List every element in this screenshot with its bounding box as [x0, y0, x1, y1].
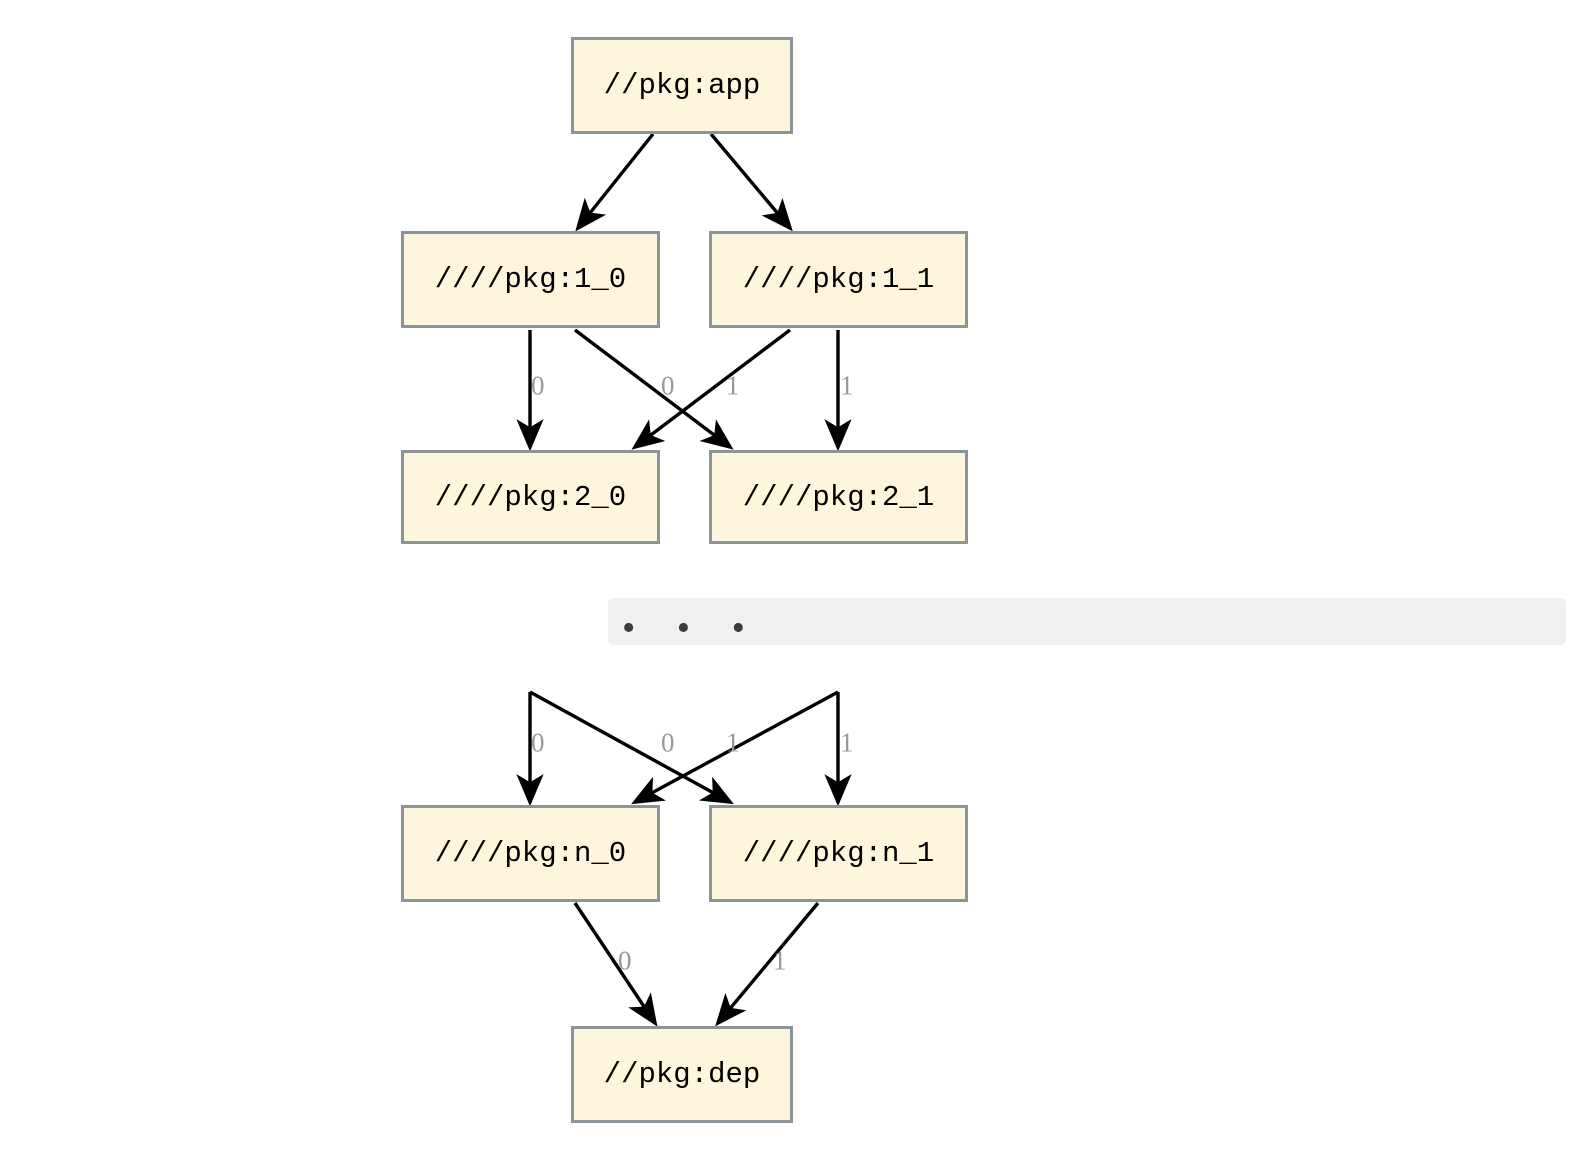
- node-l1_1[interactable]: ////pkg:1_1: [709, 231, 968, 328]
- node-app[interactable]: //pkg:app: [571, 37, 793, 134]
- node-l1_0[interactable]: ////pkg:1_0: [401, 231, 660, 328]
- edge-label: 1: [773, 945, 787, 976]
- node-label: ////pkg:n_0: [434, 837, 627, 870]
- graph-edge: [575, 132, 655, 232]
- edge-lines: [516, 132, 852, 1027]
- edge-label: 0: [618, 945, 632, 976]
- node-ln_1[interactable]: ////pkg:n_1: [709, 805, 968, 902]
- graph-edge: [631, 690, 839, 805]
- edge-label: 0: [661, 370, 675, 401]
- node-label: ////pkg:2_0: [434, 480, 627, 514]
- edge-label: 0: [661, 727, 675, 758]
- graph-edge: [631, 328, 792, 450]
- edge-label: 1: [726, 370, 740, 401]
- node-label: ////pkg:1_0: [434, 263, 627, 296]
- node-label: //pkg:app: [603, 69, 761, 102]
- graph-edge: [709, 132, 793, 232]
- graph-edge: [573, 902, 658, 1027]
- node-l2_1[interactable]: ////pkg:2_1: [709, 450, 968, 544]
- node-label: //pkg:dep: [603, 1058, 761, 1091]
- edge-label: 1: [840, 370, 854, 401]
- node-ln_0[interactable]: ////pkg:n_0: [401, 805, 660, 902]
- edge-label: 1: [726, 727, 740, 758]
- graph-edge: [715, 901, 820, 1027]
- node-label: ////pkg:n_1: [742, 837, 935, 870]
- node-label: ////pkg:2_1: [742, 480, 935, 514]
- graph-edge: [573, 328, 734, 450]
- edge-label: 0: [531, 370, 545, 401]
- ellipsis-continuation-band: • • •: [608, 598, 1566, 647]
- node-l2_0[interactable]: ////pkg:2_0: [401, 450, 660, 544]
- edge-label: 0: [531, 727, 545, 758]
- node-dep[interactable]: //pkg:dep: [571, 1026, 793, 1123]
- node-label: ////pkg:1_1: [742, 263, 935, 296]
- graph-edge: [529, 690, 734, 805]
- edge-label: 1: [840, 727, 854, 758]
